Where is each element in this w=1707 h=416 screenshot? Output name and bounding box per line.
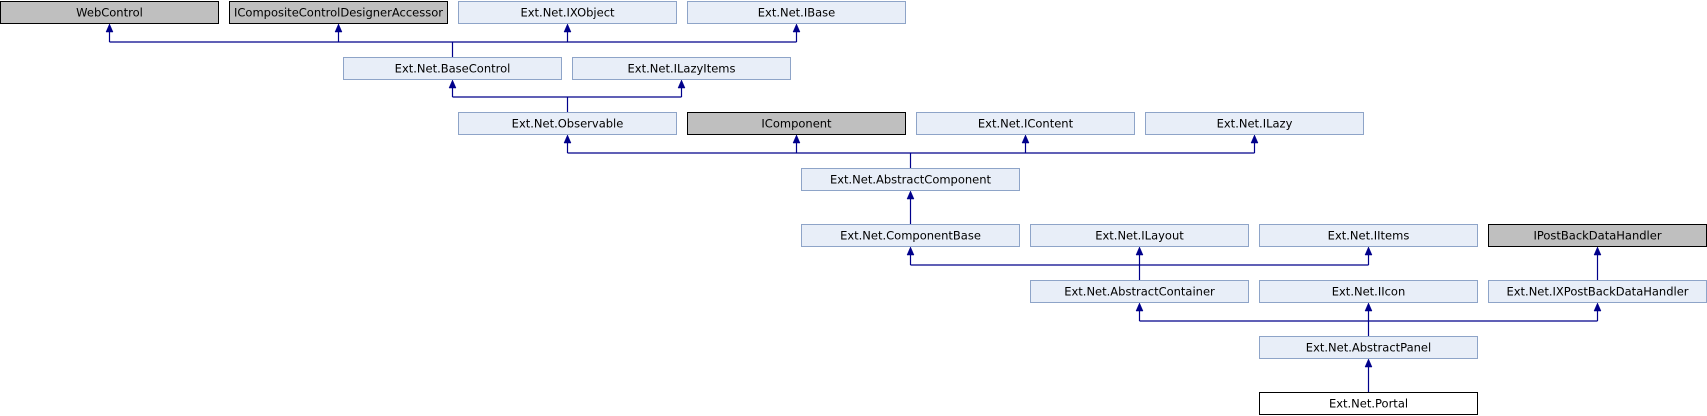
node-abstractcomponent[interactable]: Ext.Net.AbstractComponent (801, 168, 1020, 191)
node-box (572, 57, 791, 80)
node-box (687, 1, 906, 24)
node-label: Ext.Net.IXObject (520, 6, 615, 20)
arrowhead (792, 134, 801, 144)
node-box (916, 112, 1135, 135)
node-ibase[interactable]: Ext.Net.IBase (687, 1, 906, 24)
node-abstractcontainer[interactable]: Ext.Net.AbstractContainer (1030, 280, 1249, 303)
arrowhead (563, 23, 572, 33)
node-label: Ext.Net.IBase (758, 6, 835, 20)
edge-abstractcontainer (906, 246, 1373, 280)
arrowhead (1364, 246, 1373, 256)
node-ixpostbackdatahandler[interactable]: Ext.Net.IXPostBackDataHandler (1488, 280, 1707, 303)
edge-observable (448, 79, 686, 112)
node-portal[interactable]: Ext.Net.Portal (1259, 392, 1478, 415)
node-box (458, 1, 677, 24)
node-ixobject[interactable]: Ext.Net.IXObject (458, 1, 677, 24)
node-label: Ext.Net.Portal (1329, 397, 1408, 411)
node-label: Ext.Net.ComponentBase (840, 229, 981, 243)
node-box (0, 1, 219, 24)
node-box (1259, 280, 1478, 303)
node-label: IPostBackDataHandler (1533, 229, 1661, 243)
arrowhead (1021, 134, 1030, 144)
arrowhead (563, 134, 572, 144)
arrowhead (1364, 358, 1373, 368)
edge-ixpostbackdatahandler (1593, 246, 1602, 280)
node-label: ICompositeControlDesignerAccessor (234, 6, 443, 20)
node-box (1259, 392, 1478, 415)
node-ilayout[interactable]: Ext.Net.ILayout (1030, 224, 1249, 247)
node-label: Ext.Net.AbstractContainer (1064, 285, 1215, 299)
node-box (1030, 280, 1249, 303)
node-box (1259, 224, 1478, 247)
arrowhead (906, 190, 915, 200)
node-label: Ext.Net.AbstractPanel (1306, 341, 1431, 355)
node-iicon[interactable]: Ext.Net.IIcon (1259, 280, 1478, 303)
arrowhead (334, 23, 343, 33)
node-label: WebControl (76, 6, 143, 20)
node-box (229, 1, 448, 24)
node-label: Ext.Net.IContent (978, 117, 1074, 131)
node-icompositecontroldesigneraccessor: ICompositeControlDesignerAccessor (229, 1, 448, 24)
node-abstractpanel[interactable]: Ext.Net.AbstractPanel (1259, 336, 1478, 359)
arrowhead (906, 246, 915, 256)
node-ipostbackdatahandler: IPostBackDataHandler (1488, 224, 1707, 247)
edge-portal (1364, 358, 1373, 392)
node-label: Ext.Net.ILazy (1217, 117, 1293, 131)
arrowhead (792, 23, 801, 33)
arrowhead (1250, 134, 1259, 144)
node-observable[interactable]: Ext.Net.Observable (458, 112, 677, 135)
arrowhead (448, 79, 457, 89)
node-componentbase[interactable]: Ext.Net.ComponentBase (801, 224, 1020, 247)
arrowhead (1593, 246, 1602, 256)
arrowhead (1593, 302, 1602, 312)
node-label: Ext.Net.Observable (512, 117, 624, 131)
arrowhead (1364, 302, 1373, 312)
node-label: Ext.Net.IXPostBackDataHandler (1506, 285, 1688, 299)
node-box (1030, 224, 1249, 247)
node-box (1259, 336, 1478, 359)
node-box (801, 224, 1020, 247)
node-label: Ext.Net.AbstractComponent (830, 173, 992, 187)
node-icontent[interactable]: Ext.Net.IContent (916, 112, 1135, 135)
node-box (458, 112, 677, 135)
edge-componentbase (906, 190, 915, 224)
edge-basecontrol (105, 23, 801, 57)
node-label: Ext.Net.ILayout (1095, 229, 1184, 243)
node-label: Ext.Net.IItems (1328, 229, 1410, 243)
node-iitems[interactable]: Ext.Net.IItems (1259, 224, 1478, 247)
edge-abstractcomponent (563, 134, 1259, 168)
arrowhead (1135, 302, 1144, 312)
node-label: Ext.Net.BaseControl (395, 62, 511, 76)
node-box (1145, 112, 1364, 135)
arrowhead (677, 79, 686, 89)
node-label: Ext.Net.IIcon (1332, 285, 1406, 299)
arrowhead (105, 23, 114, 33)
node-basecontrol[interactable]: Ext.Net.BaseControl (343, 57, 562, 80)
edge-abstractpanel (1135, 302, 1602, 336)
node-label: Ext.Net.ILazyItems (628, 62, 736, 76)
node-ilazy[interactable]: Ext.Net.ILazy (1145, 112, 1364, 135)
edges-layer (105, 23, 1602, 392)
node-box (343, 57, 562, 80)
node-ilazyitems[interactable]: Ext.Net.ILazyItems (572, 57, 791, 80)
node-box (801, 168, 1020, 191)
node-box (687, 112, 906, 135)
arrowhead (1135, 246, 1144, 256)
node-icomponent: IComponent (687, 112, 906, 135)
node-webcontrol: WebControl (0, 1, 219, 24)
node-label: IComponent (761, 117, 832, 131)
